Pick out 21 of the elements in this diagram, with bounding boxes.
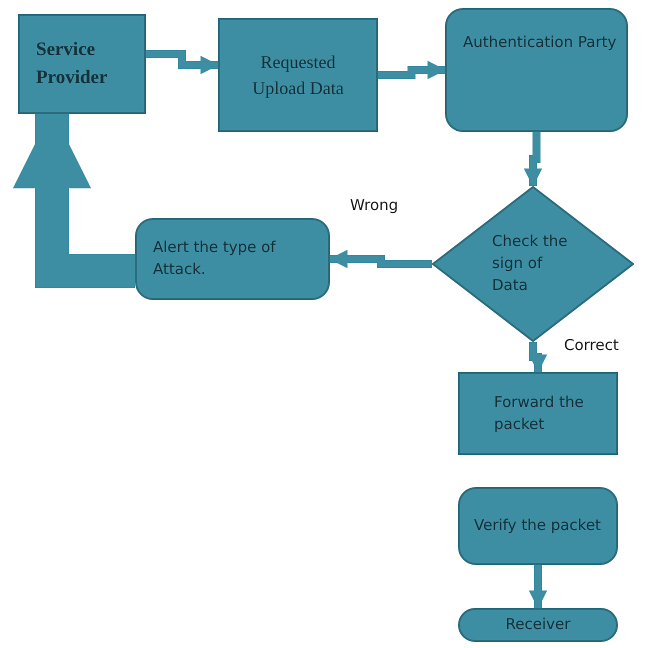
process-box (458, 608, 618, 642)
process-box (218, 18, 378, 132)
arrow (329, 250, 432, 268)
node-label: Authentication Party (463, 32, 616, 53)
arrow (146, 50, 219, 74)
process-box (445, 8, 628, 132)
arrow (378, 60, 446, 80)
process-box (458, 487, 618, 565)
node-label: Service Provider (36, 38, 108, 90)
process-box (458, 372, 618, 455)
node-label: Alert the type of Attack. (153, 237, 277, 280)
node-label: Requested Upload Data (251, 50, 345, 100)
node-label: Receiver (506, 614, 570, 636)
arrow (528, 565, 548, 609)
process-box (135, 218, 330, 300)
node-label: Forward the packet (494, 392, 585, 434)
node-label: Verify the packet (474, 515, 601, 536)
process-box (18, 14, 146, 114)
node-label: Check the sign of Data (492, 231, 569, 296)
arrow (524, 132, 542, 187)
arrow (528, 342, 548, 373)
